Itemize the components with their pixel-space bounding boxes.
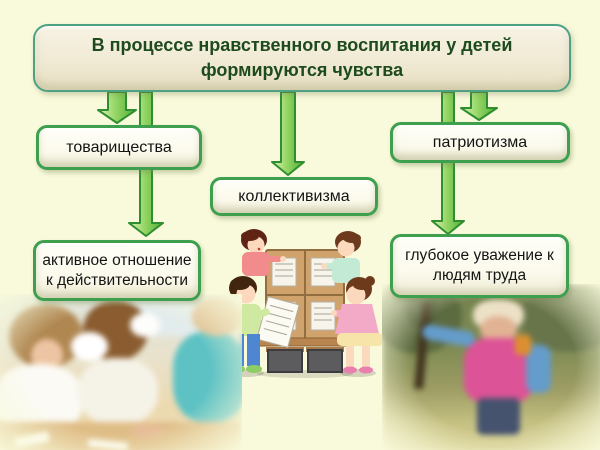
photo-right-content bbox=[382, 284, 600, 450]
node-active-attitude: активное отношение к действительности bbox=[33, 240, 201, 301]
arrow-down-to-collectivism bbox=[271, 91, 305, 176]
photo-children-working-together bbox=[0, 294, 242, 450]
photo-toddler-in-garden bbox=[382, 284, 600, 450]
title-line-2: формируются чувства bbox=[200, 60, 404, 80]
arrow-down-to-deep-respect bbox=[431, 91, 465, 235]
child-bottom-right-girl bbox=[331, 276, 382, 374]
title-line-1: В процессе нравственного воспитания у де… bbox=[91, 35, 513, 55]
node-comradeship: товарищества bbox=[36, 125, 202, 170]
child-top-right-boy bbox=[321, 231, 361, 283]
photo-left-content bbox=[0, 294, 242, 450]
arrow-down-to-patriotism bbox=[460, 91, 498, 121]
title-box: В процессе нравственного воспитания у де… bbox=[33, 24, 571, 92]
node-deep-respect: глубокое уважение к людям труда bbox=[390, 234, 569, 298]
clipart-children-at-shelf bbox=[228, 229, 382, 378]
child-top-left-girl bbox=[241, 229, 286, 276]
stools bbox=[266, 347, 344, 373]
node-collectivism: коллективизма bbox=[210, 177, 378, 216]
arrow-down-to-comradeship bbox=[97, 91, 137, 124]
node-patriotism: патриотизма bbox=[390, 122, 570, 163]
